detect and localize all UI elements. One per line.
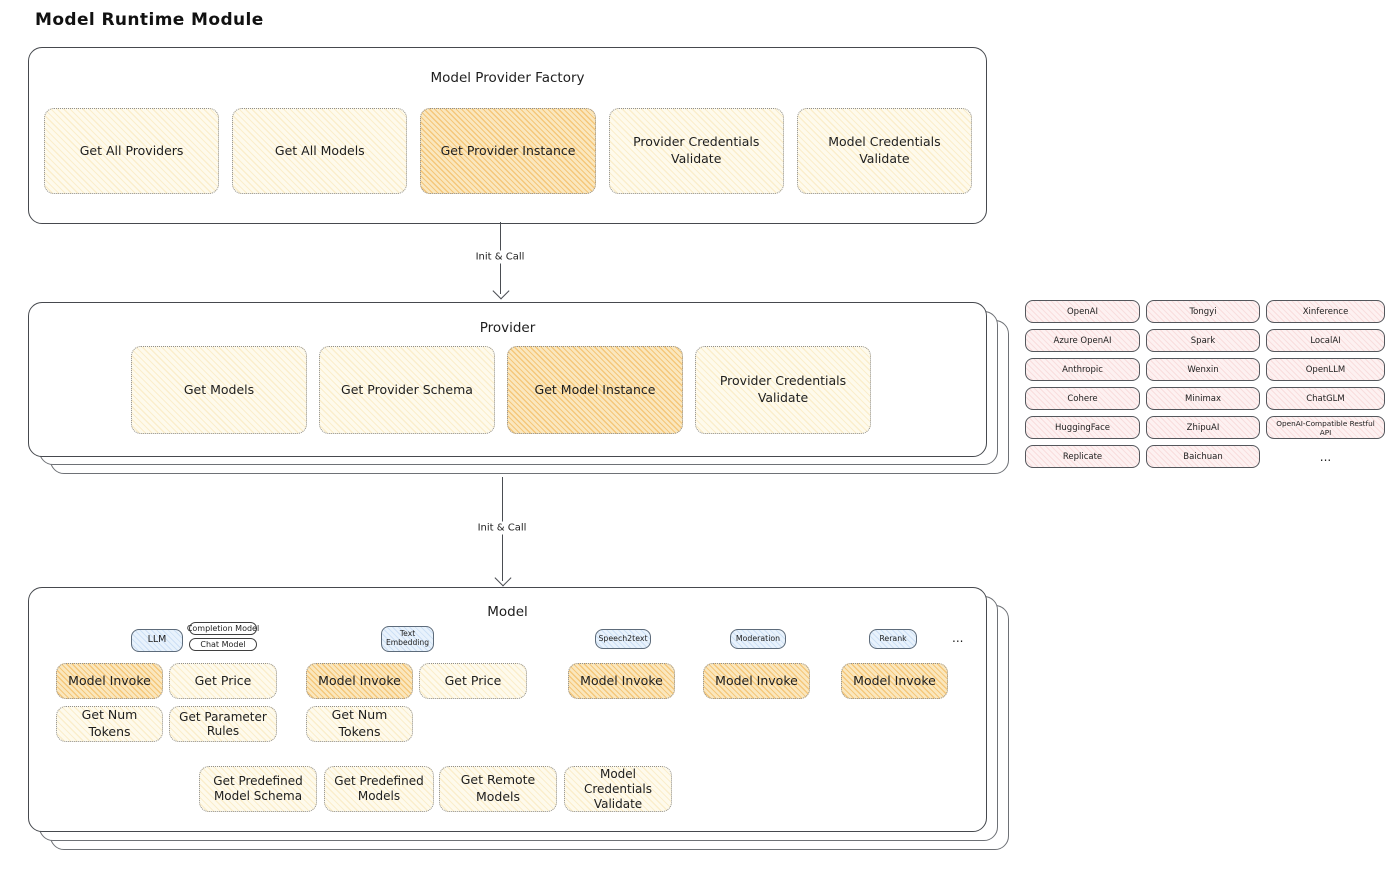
provider-pill-baichuan: Baichuan [1146,445,1260,468]
node-model-credentials-validate: Model Credentials Validate [796,108,973,194]
provider-pill-openai: OpenAI [1025,300,1140,323]
provider-pill-openllm: OpenLLM [1266,358,1385,381]
arrowhead-down-icon [492,282,510,300]
node-provider-credentials-validate-2: Provider Credentials Validate [695,346,871,434]
node-llm-get-price: Get Price [169,663,277,699]
provider-pill-anthropic: Anthropic [1025,358,1140,381]
provider-pill-replicate: Replicate [1025,445,1140,468]
model-tags-ellipsis: ... [952,631,964,645]
tag-text-embedding: Text Embedding [381,626,434,652]
provider-title: Provider [479,320,536,336]
node-llm-model-invoke: Model Invoke [56,663,163,699]
provider-pill-localai: LocalAI [1266,329,1385,352]
node-get-all-models: Get All Models [232,108,408,194]
provider-pill-openai-compatible: OpenAI-Compatible Restful API [1266,416,1385,439]
arrow1-label: Init & Call [469,250,531,264]
node-get-models: Get Models [131,346,307,434]
node-get-all-providers: Get All Providers [44,108,220,194]
providers-grid-ellipsis: ... [1319,449,1332,464]
tag-completion-model: Completion Model [186,622,260,635]
provider-pill-minimax: Minimax [1146,387,1260,410]
node-get-model-instance: Get Model Instance [507,346,683,434]
node-embedding-get-num-tokens: Get Num Tokens [306,706,413,742]
node-embedding-get-price: Get Price [419,663,527,699]
node-model-credentials-validate-2: Model Credentials Validate [564,766,672,812]
node-rerank-model-invoke: Model Invoke [841,663,948,699]
arrow2-label: Init & Call [471,521,533,535]
tag-moderation: Moderation [730,629,786,649]
provider-pill-zhipuai: ZhipuAI [1146,416,1260,439]
node-moderation-model-invoke: Model Invoke [703,663,810,699]
node-embedding-model-invoke: Model Invoke [306,663,413,699]
provider-pill-huggingface: HuggingFace [1025,416,1140,439]
tag-speech2text: Speech2text [595,629,651,649]
factory-box: Model Provider Factory Get All Providers… [28,47,987,224]
provider-pill-chatglm: ChatGLM [1266,387,1385,410]
node-llm-get-num-tokens: Get Num Tokens [56,706,163,742]
providers-grid: OpenAI Tongyi Xinference Azure OpenAI Sp… [1025,300,1385,468]
provider-pill-cohere: Cohere [1025,387,1140,410]
tag-chat-model: Chat Model [189,638,257,651]
provider-pill-azure-openai: Azure OpenAI [1025,329,1140,352]
node-get-provider-instance: Get Provider Instance [420,108,596,194]
provider-pill-spark: Spark [1146,329,1260,352]
node-provider-credentials-validate: Provider Credentials Validate [608,108,784,194]
node-speech2text-model-invoke: Model Invoke [568,663,675,699]
node-get-predefined-model-schema: Get Predefined Model Schema [199,766,317,812]
provider-pill-wenxin: Wenxin [1146,358,1260,381]
provider-button-row: Get Models Get Provider Schema Get Model… [131,346,871,434]
model-title: Model [487,604,528,620]
node-get-predefined-models: Get Predefined Models [324,766,434,812]
node-get-remote-models: Get Remote Models [439,766,557,812]
node-get-provider-schema: Get Provider Schema [319,346,495,434]
node-llm-get-parameter-rules: Get Parameter Rules [169,706,277,742]
page-title: Model Runtime Module [35,10,264,30]
factory-button-row: Get All Providers Get All Models Get Pro… [44,108,973,194]
provider-pill-xinference: Xinference [1266,300,1385,323]
provider-box: Provider Get Models Get Provider Schema … [28,302,987,457]
tag-rerank: Rerank [869,629,917,649]
model-box: Model LLM Completion Model Chat Model Te… [28,587,987,832]
arrowhead-down-icon [494,569,512,587]
factory-title: Model Provider Factory [430,70,585,86]
provider-pill-tongyi: Tongyi [1146,300,1260,323]
tag-llm: LLM [131,629,183,652]
